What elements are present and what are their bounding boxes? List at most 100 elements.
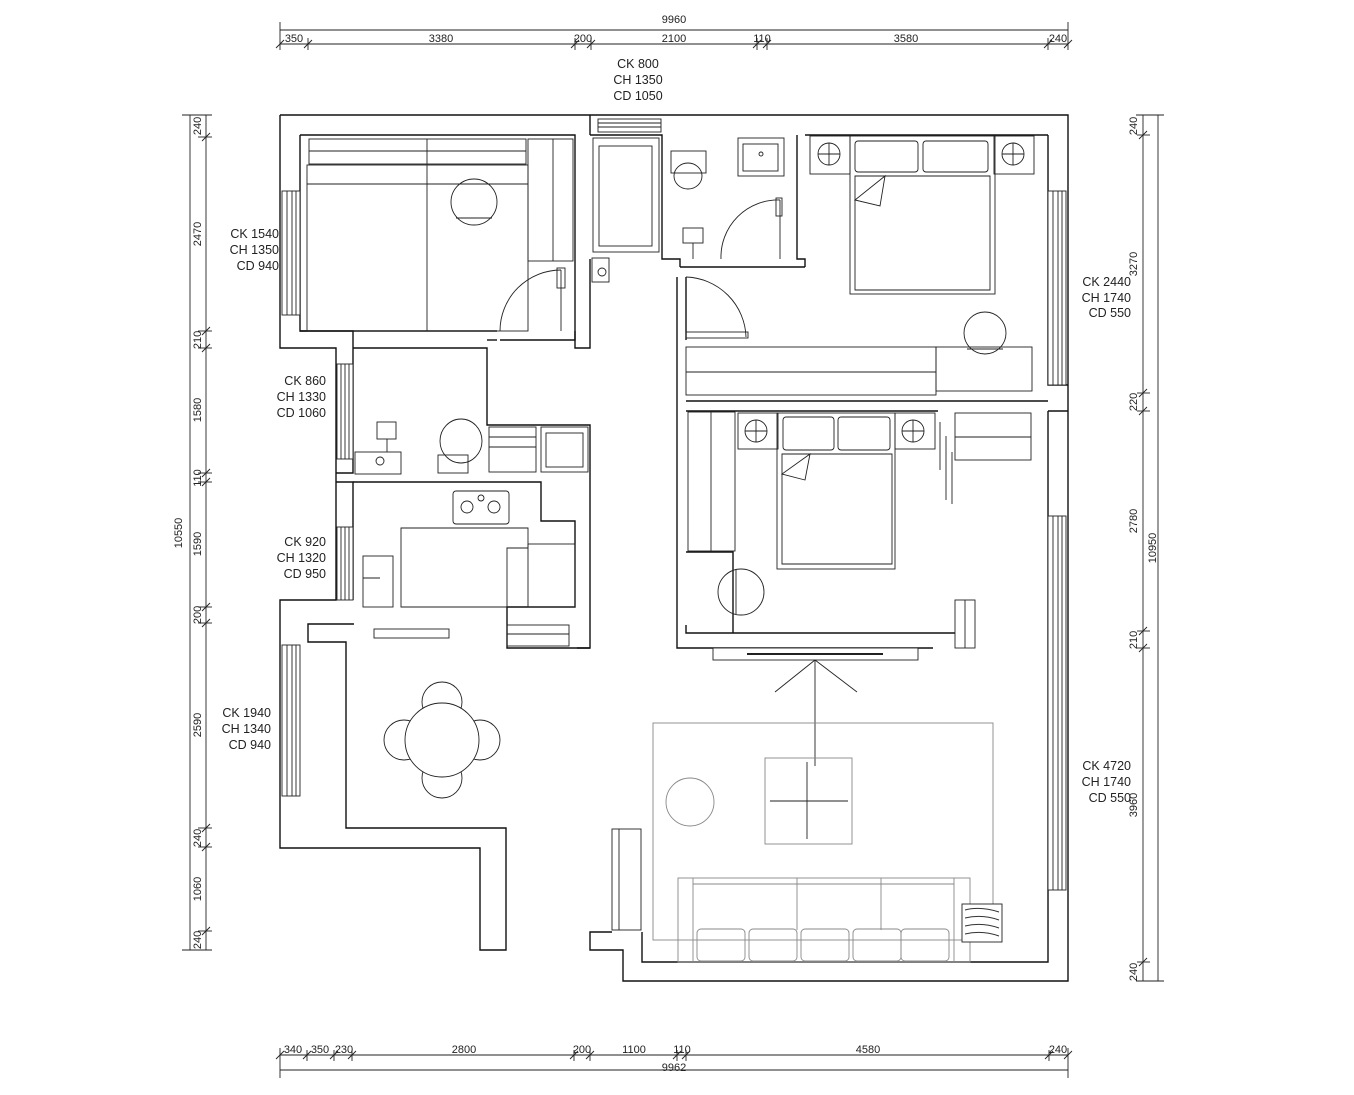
- coffee-table: [764, 757, 853, 845]
- wardrobe: [308, 138, 527, 165]
- top-seg-label: 240: [1049, 33, 1067, 45]
- wardrobe: [687, 411, 736, 552]
- svg-text:CK 4720: CK 4720: [1082, 759, 1131, 773]
- right-dimension-labels: 10950 240 3270 220 2780 210 3960 240: [1128, 117, 1159, 981]
- right-seg-label: 3270: [1128, 252, 1140, 276]
- toilet-bowl: [673, 162, 703, 190]
- left-seg-label: 240: [192, 117, 204, 135]
- window-label-left-bedroom: CK 1540 CH 1350 CD 940: [230, 227, 279, 273]
- cabinet: [527, 138, 574, 262]
- bottom-seg-label: 240: [1049, 1044, 1067, 1056]
- chair: [450, 178, 498, 226]
- sink: [362, 555, 394, 608]
- right-seg-label: 3960: [1128, 793, 1140, 817]
- right-seg-label: 240: [1128, 117, 1140, 135]
- svg-text:CH 1740: CH 1740: [1082, 291, 1131, 305]
- door-swing: [720, 199, 781, 260]
- svg-text:CK 800: CK 800: [617, 57, 659, 71]
- bottom-seg-label: 110: [673, 1044, 691, 1056]
- window-label-left-kitchen: CK 920 CH 1320 CD 950: [277, 535, 326, 581]
- bottom-seg-label: 1100: [622, 1044, 646, 1056]
- svg-text:CD 550: CD 550: [1089, 791, 1131, 805]
- svg-text:CD 940: CD 940: [229, 738, 271, 752]
- cushion: [696, 928, 746, 962]
- svg-text:CK 1540: CK 1540: [230, 227, 279, 241]
- bottom-seg-label: 350: [311, 1044, 329, 1056]
- bottom-dimension-labels: 9962 340 350 230 2800 200 1100 110 4580 …: [284, 1044, 1067, 1074]
- svg-text:CD 950: CD 950: [284, 567, 326, 581]
- bed: [776, 412, 896, 570]
- nightstand: [993, 135, 1035, 175]
- fridge: [527, 543, 576, 608]
- nightstand: [737, 412, 779, 450]
- svg-text:CH 1350: CH 1350: [230, 243, 279, 257]
- left-seg-label: 1580: [192, 398, 204, 422]
- svg-text:CD 1060: CD 1060: [277, 406, 326, 420]
- dining-table: [404, 702, 480, 778]
- top-seg-label: 2100: [662, 33, 686, 45]
- desk: [954, 412, 1032, 461]
- bottom-seg-label: 230: [335, 1044, 353, 1056]
- bathroom-west: [354, 418, 589, 475]
- right-seg-label: 2780: [1128, 509, 1140, 533]
- bottom-ticks: [275, 1050, 1073, 1061]
- left-seg-label: 1590: [192, 532, 204, 556]
- left-seg-label: 110: [192, 469, 204, 487]
- bedroom-northeast: [685, 135, 1035, 396]
- toilet: [439, 418, 483, 464]
- left-total-label: 10550: [173, 518, 185, 549]
- exterior-walls: [279, 114, 1069, 982]
- bedroom-middle: [687, 411, 1032, 649]
- dimension-lines: [182, 22, 1164, 1078]
- svg-text:CD 940: CD 940: [237, 259, 279, 273]
- top-seg-label: 200: [574, 33, 592, 45]
- sink: [376, 421, 397, 440]
- top-dimension-labels: 9960 350 3380 200 2100 110 3580 240: [285, 14, 1067, 45]
- cabinet: [506, 624, 570, 647]
- right-total-label: 10950: [1147, 533, 1159, 564]
- right-ticks: [1137, 130, 1150, 967]
- toilet-tank: [670, 150, 707, 174]
- top-seg-label: 110: [753, 33, 771, 45]
- left-seg-label: 1060: [192, 877, 204, 901]
- window-label-right-bedroom: CK 2440 CH 1740 CD 550: [1082, 275, 1131, 320]
- sofa: [677, 877, 971, 963]
- door-swing: [685, 276, 747, 338]
- bottom-seg-label: 340: [284, 1044, 302, 1056]
- shower-tap: [682, 227, 704, 244]
- top-seg-label: 350: [285, 33, 303, 45]
- dining-area: [383, 681, 501, 799]
- window-label-left-dining: CK 1940 CH 1340 CD 940: [222, 706, 271, 752]
- window-label-right-living: CK 4720 CH 1740 CD 550: [1082, 759, 1131, 805]
- bottom-total-label: 9962: [662, 1062, 686, 1074]
- left-seg-label: 210: [192, 331, 204, 349]
- svg-text:CK 860: CK 860: [284, 374, 326, 388]
- bed: [306, 164, 529, 332]
- bathroom-north: [591, 137, 785, 339]
- bottom-seg-label: 4580: [856, 1044, 880, 1056]
- window-openings: [281, 118, 1067, 891]
- cushion: [800, 928, 850, 962]
- wardrobe: [685, 346, 937, 396]
- stove: [452, 490, 510, 525]
- window-label-top: CK 800 CH 1350 CD 1050: [613, 57, 662, 103]
- left-ticks: [198, 132, 212, 936]
- cushion: [900, 928, 950, 962]
- svg-text:CH 1340: CH 1340: [222, 722, 271, 736]
- plant-stand: [961, 903, 1003, 943]
- top-total-label: 9960: [662, 14, 686, 26]
- window-label-left-bath: CK 860 CH 1330 CD 1060: [277, 374, 326, 420]
- svg-text:CH 1350: CH 1350: [613, 73, 662, 87]
- top-ticks: [275, 38, 1073, 50]
- kitchen: [362, 490, 576, 647]
- bottom-seg-label: 2800: [452, 1044, 476, 1056]
- left-seg-label: 240: [192, 931, 204, 949]
- bottom-seg-label: 200: [573, 1044, 591, 1056]
- left-seg-label: 2470: [192, 222, 204, 246]
- svg-text:CD 550: CD 550: [1089, 306, 1131, 320]
- svg-text:CK 2440: CK 2440: [1082, 275, 1131, 289]
- left-seg-label: 2590: [192, 713, 204, 737]
- side-table: [665, 777, 715, 827]
- svg-text:CH 1740: CH 1740: [1082, 775, 1131, 789]
